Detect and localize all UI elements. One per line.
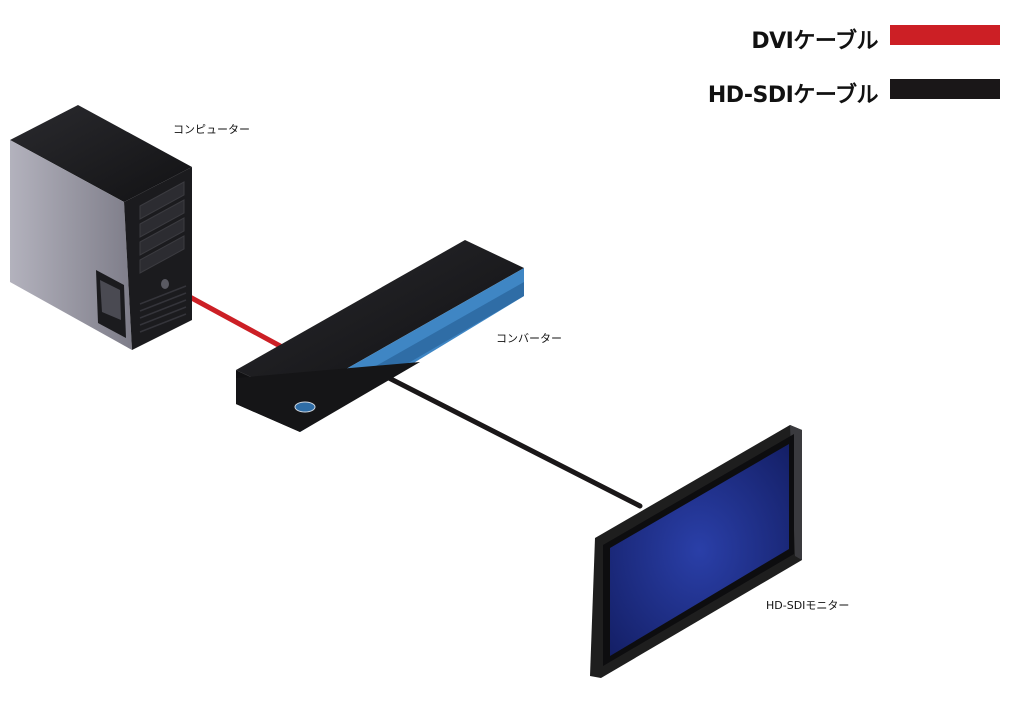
converter-box-icon	[236, 240, 524, 432]
legend-label-hd-sdi-cable: HD-SDIケーブル	[707, 83, 879, 108]
monitor-label: HD-SDIモニター	[766, 599, 850, 612]
monitor-icon	[590, 425, 802, 678]
legend-label-dvi-cable: DVIケーブル	[751, 29, 878, 54]
computer-label: コンピューター	[173, 123, 250, 136]
converter-label: コンバーター	[496, 332, 562, 345]
computer-tower-icon	[10, 105, 192, 350]
legend-swatch-dvi-cable	[890, 25, 1000, 45]
legend-swatch-hd-sdi-cable	[890, 79, 1000, 99]
hd-sdi-cable	[382, 373, 643, 509]
dvi-cable	[185, 293, 285, 350]
